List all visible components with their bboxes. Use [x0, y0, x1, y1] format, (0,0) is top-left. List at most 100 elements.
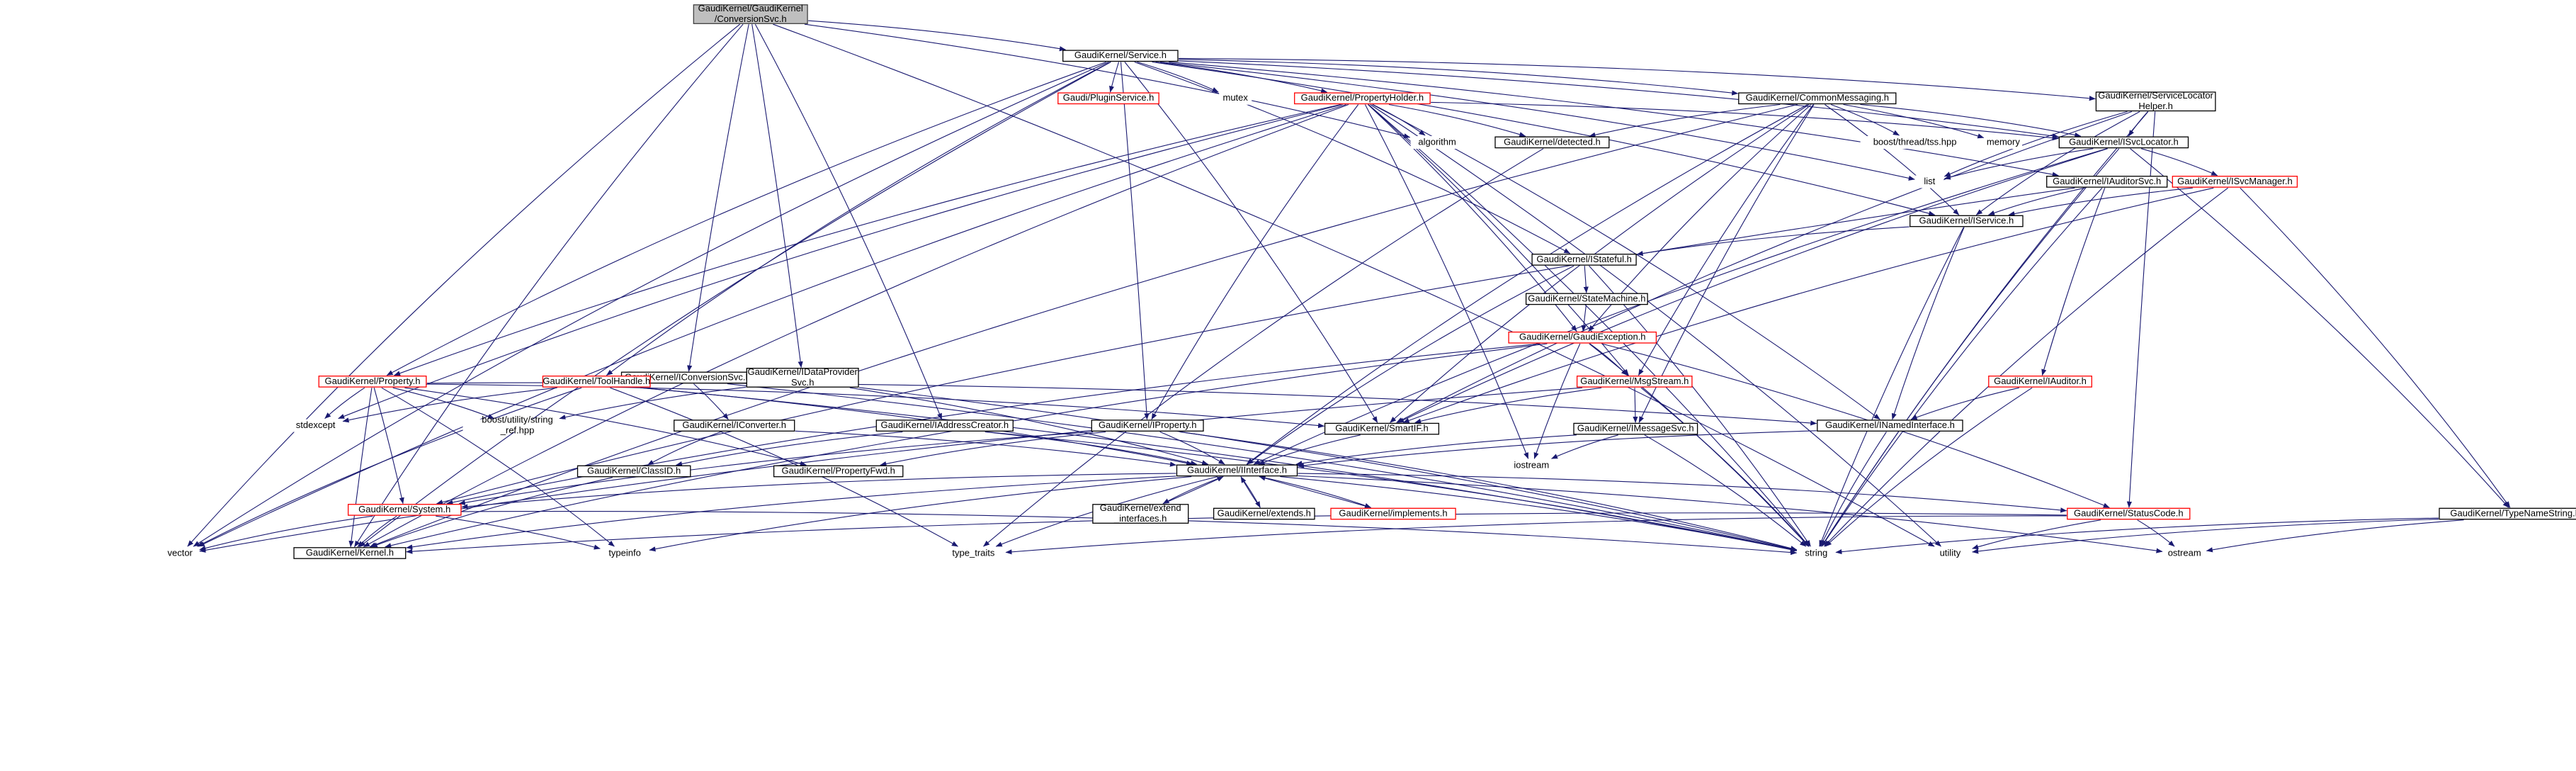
node-box	[1410, 136, 1464, 149]
edge-iinterface-to-string	[1280, 476, 1798, 552]
node-extends-h[interactable]: GaudiKernel/extends.h	[1213, 507, 1315, 520]
node-detected[interactable]: GaudiKernel/detected.h	[1494, 136, 1610, 149]
node-typeinfo: typeinfo	[601, 547, 649, 561]
node-label: /ConversionSvc.h	[715, 13, 787, 24]
node-box	[1860, 136, 1970, 149]
node-iaddress-creator[interactable]: GaudiKernel/IAddressCreator.h	[875, 420, 1014, 432]
node-extend-interfaces[interactable]: GaudiKernel/extend_interfaces.h	[1092, 502, 1189, 524]
node-istateful[interactable]: GaudiKernel/IStateful.h	[1531, 254, 1637, 266]
node-stdexcept: stdexcept	[289, 419, 342, 432]
node-property-fwd[interactable]: GaudiKernel/PropertyFwd.h	[773, 465, 904, 478]
node-label: GaudiKernel/INamedInterface.h	[1825, 420, 1955, 430]
node-plugin-service[interactable]: Gaudi/PluginService.h	[1057, 92, 1159, 105]
edge-type-name-string-to-utility	[1972, 519, 2439, 554]
node-kernel-h[interactable]: GaudiKernel/Kernel.h	[293, 547, 407, 559]
edge-property-h-to-property-fwd	[404, 387, 807, 466]
node-box	[1508, 331, 1657, 344]
edge-service-locator-helper-to-iservice	[1975, 111, 2140, 215]
node-label: ostream	[2168, 548, 2201, 558]
edge-iinterface-to-system-h	[461, 473, 1176, 510]
node-label: Helper.h	[2138, 101, 2172, 111]
edge-conversion-svc-to-utility	[773, 23, 1935, 547]
node-property-holder[interactable]: GaudiKernel/PropertyHolder.h	[1294, 92, 1431, 105]
node-box	[2172, 176, 2298, 188]
node-iconverter[interactable]: GaudiKernel/IConverter.h	[674, 420, 795, 432]
node-label: GaudiKernel/IAddressCreator.h	[880, 420, 1009, 430]
node-box	[347, 504, 462, 516]
node-box	[2067, 507, 2191, 520]
edge-isvc-manager-to-type-name-string	[2240, 187, 2511, 508]
edge-smart-if-to-iinterface	[1258, 434, 1361, 465]
node-label: list	[1924, 176, 1935, 186]
edge-property-holder-to-utility	[1370, 104, 1941, 547]
node-iservice[interactable]: GaudiKernel/IService.h	[1910, 215, 2024, 227]
edge-isvc-locator-to-type-name-string	[2130, 148, 2509, 508]
node-label: GaudiKernel/ClassID.h	[587, 465, 681, 475]
node-iproperty[interactable]: GaudiKernel/IProperty.h	[1091, 420, 1204, 432]
node-iinterface[interactable]: GaudiKernel/IInterface.h	[1176, 464, 1298, 477]
node-type-name-string[interactable]: GaudiKernel/TypeNameString.h	[2439, 507, 2576, 520]
edge-msg-stream-to-vector	[199, 387, 1583, 553]
node-inamed-interface[interactable]: GaudiKernel/INamedInterface.h	[1817, 420, 1963, 432]
edge-property-h-to-kernel-h	[348, 388, 373, 548]
edge-inamed-interface-to-iinterface	[1298, 430, 1817, 468]
node-label: GaudiKernel/ToolHandle.h	[543, 376, 650, 386]
node-label: stdexcept	[296, 420, 336, 430]
node-imessage-svc[interactable]: GaudiKernel/IMessageSvc.h	[1573, 422, 1698, 435]
node-status-code[interactable]: GaudiKernel/StatusCode.h	[2067, 507, 2191, 520]
node-box	[1494, 136, 1610, 149]
node-class-id[interactable]: GaudiKernel/ClassID.h	[577, 465, 691, 478]
node-implements-h[interactable]: GaudiKernel/implements.h	[1330, 507, 1456, 520]
node-box	[1531, 254, 1637, 266]
node-msg-stream[interactable]: GaudiKernel/MsgStream.h	[1576, 376, 1693, 388]
node-label: GaudiKernel/PropertyFwd.h	[781, 465, 895, 475]
node-smart-if[interactable]: GaudiKernel/SmartIF.h	[1324, 422, 1440, 435]
node-system-h[interactable]: GaudiKernel/System.h	[347, 504, 462, 516]
node-common-messaging[interactable]: GaudiKernel/CommonMessaging.h	[1738, 92, 1897, 105]
node-box	[2439, 507, 2576, 520]
edge-property-holder-to-iproperty	[1151, 104, 1359, 420]
node-label: GaudiKernel/IStateful.h	[1536, 254, 1631, 264]
node-box	[1294, 92, 1431, 105]
node-isvc-manager[interactable]: GaudiKernel/ISvcManager.h	[2172, 176, 2298, 188]
edge-property-holder-to-detected	[1388, 103, 1526, 137]
node-label: _interfaces.h	[1113, 513, 1167, 524]
edge-conversion-svc-to-iconversion-svc	[687, 24, 749, 372]
edge-istateful-to-state-machine	[1583, 266, 1589, 293]
edge-isvc-locator-to-iinterface	[1253, 148, 2107, 465]
node-iauditor[interactable]: GaudiKernel/IAuditor.h	[1988, 376, 2092, 388]
edge-inamed-interface-to-string	[1820, 432, 1887, 547]
node-label: GaudiKernel/IAuditorSvc.h	[2053, 176, 2161, 186]
edge-status-code-to-type-traits	[1005, 515, 2067, 555]
node-box	[1573, 422, 1698, 435]
node-label: GaudiKernel/ISvcLocator.h	[2069, 136, 2179, 147]
node-conversion-svc[interactable]: GaudiKernel/GaudiKernel/ConversionSvc.h	[693, 3, 808, 24]
edge-service-locator-helper-to-smart-if	[1396, 111, 2133, 423]
edge-isvc-locator-to-list	[1944, 148, 2094, 180]
node-box	[1091, 420, 1204, 432]
node-gaudi-exception[interactable]: GaudiKernel/GaudiException.h	[1508, 331, 1657, 344]
node-label: boost/utility/string	[482, 415, 552, 425]
node-box	[1213, 507, 1315, 520]
edge-imessage-svc-to-string	[1644, 434, 1807, 547]
node-state-machine[interactable]: GaudiKernel/StateMachine.h	[1525, 293, 1648, 305]
edge-iservice-to-string	[1819, 227, 1964, 547]
node-iauditor-svc[interactable]: GaudiKernel/IAuditorSvc.h	[2046, 176, 2168, 188]
node-box	[1324, 422, 1440, 435]
edge-common-messaging-to-iservice	[1825, 104, 1960, 215]
node-label: GaudiKernel/IDataProvider	[748, 366, 858, 377]
edge-isvc-manager-to-smart-if	[1402, 187, 2214, 423]
edge-service-h-to-list	[1159, 61, 1915, 181]
node-isvc-locator[interactable]: GaudiKernel/ISvcLocator.h	[2058, 136, 2189, 149]
edge-system-h-to-typeinfo	[436, 515, 601, 550]
edge-iinterface-to-ostream	[1298, 475, 2163, 553]
edge-service-locator-helper-to-status-code	[2126, 111, 2156, 508]
node-tool-handle[interactable]: GaudiKernel/ToolHandle.h	[542, 376, 651, 388]
node-property-h[interactable]: GaudiKernel/Property.h	[318, 376, 427, 388]
edge-iinterface-to-status-code	[1298, 473, 2067, 513]
node-service-h[interactable]: GaudiKernel/Service.h	[1062, 50, 1179, 62]
edge-property-holder-to-stdexcept	[338, 103, 1343, 420]
